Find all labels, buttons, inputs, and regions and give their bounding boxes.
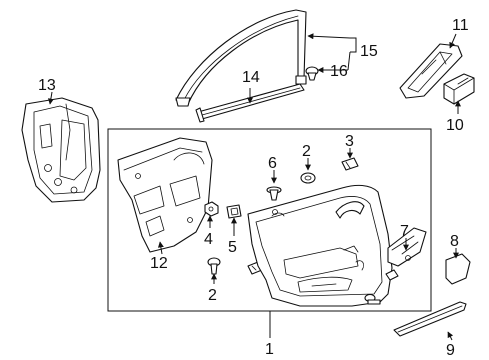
callout-7: 7 [400,223,409,240]
push-pin-part [266,186,282,201]
panel-clip-part [385,269,399,281]
callout-4: 4 [204,231,213,248]
callout-11: 11 [452,17,469,34]
callout-14: 14 [242,69,260,86]
door-trim-panel-part [247,184,393,307]
callout-9: 9 [446,342,455,359]
callout-12: 12 [150,255,168,272]
callout-5: 5 [228,239,237,256]
switch-bezel-part [399,43,463,99]
callout-16: 16 [330,63,348,80]
water-deflector-part [21,97,101,203]
trim-bracket-part [117,137,213,253]
callout-2-upper: 2 [302,143,311,160]
channel-clip-part [305,66,319,81]
grommet-upper-part [300,172,316,184]
nut-part [204,201,219,217]
window-switch-part [443,73,475,105]
callout-1: 1 [265,341,274,358]
callout-15: 15 [360,43,378,60]
retainer-part [226,204,242,219]
lower-molding-part [393,301,467,337]
callout-2-lower: 2 [208,287,217,304]
screw-lower-part [207,257,221,275]
callout-6: 6 [268,155,277,172]
trim-cover-part [445,253,471,285]
retainer-clip-part [341,157,359,171]
callout-3: 3 [345,133,354,150]
window-channel-part [175,9,307,107]
panel-screw-part [364,293,381,305]
callout-8: 8 [450,233,459,250]
callout-10: 10 [446,117,464,134]
callout-13: 13 [38,77,56,94]
